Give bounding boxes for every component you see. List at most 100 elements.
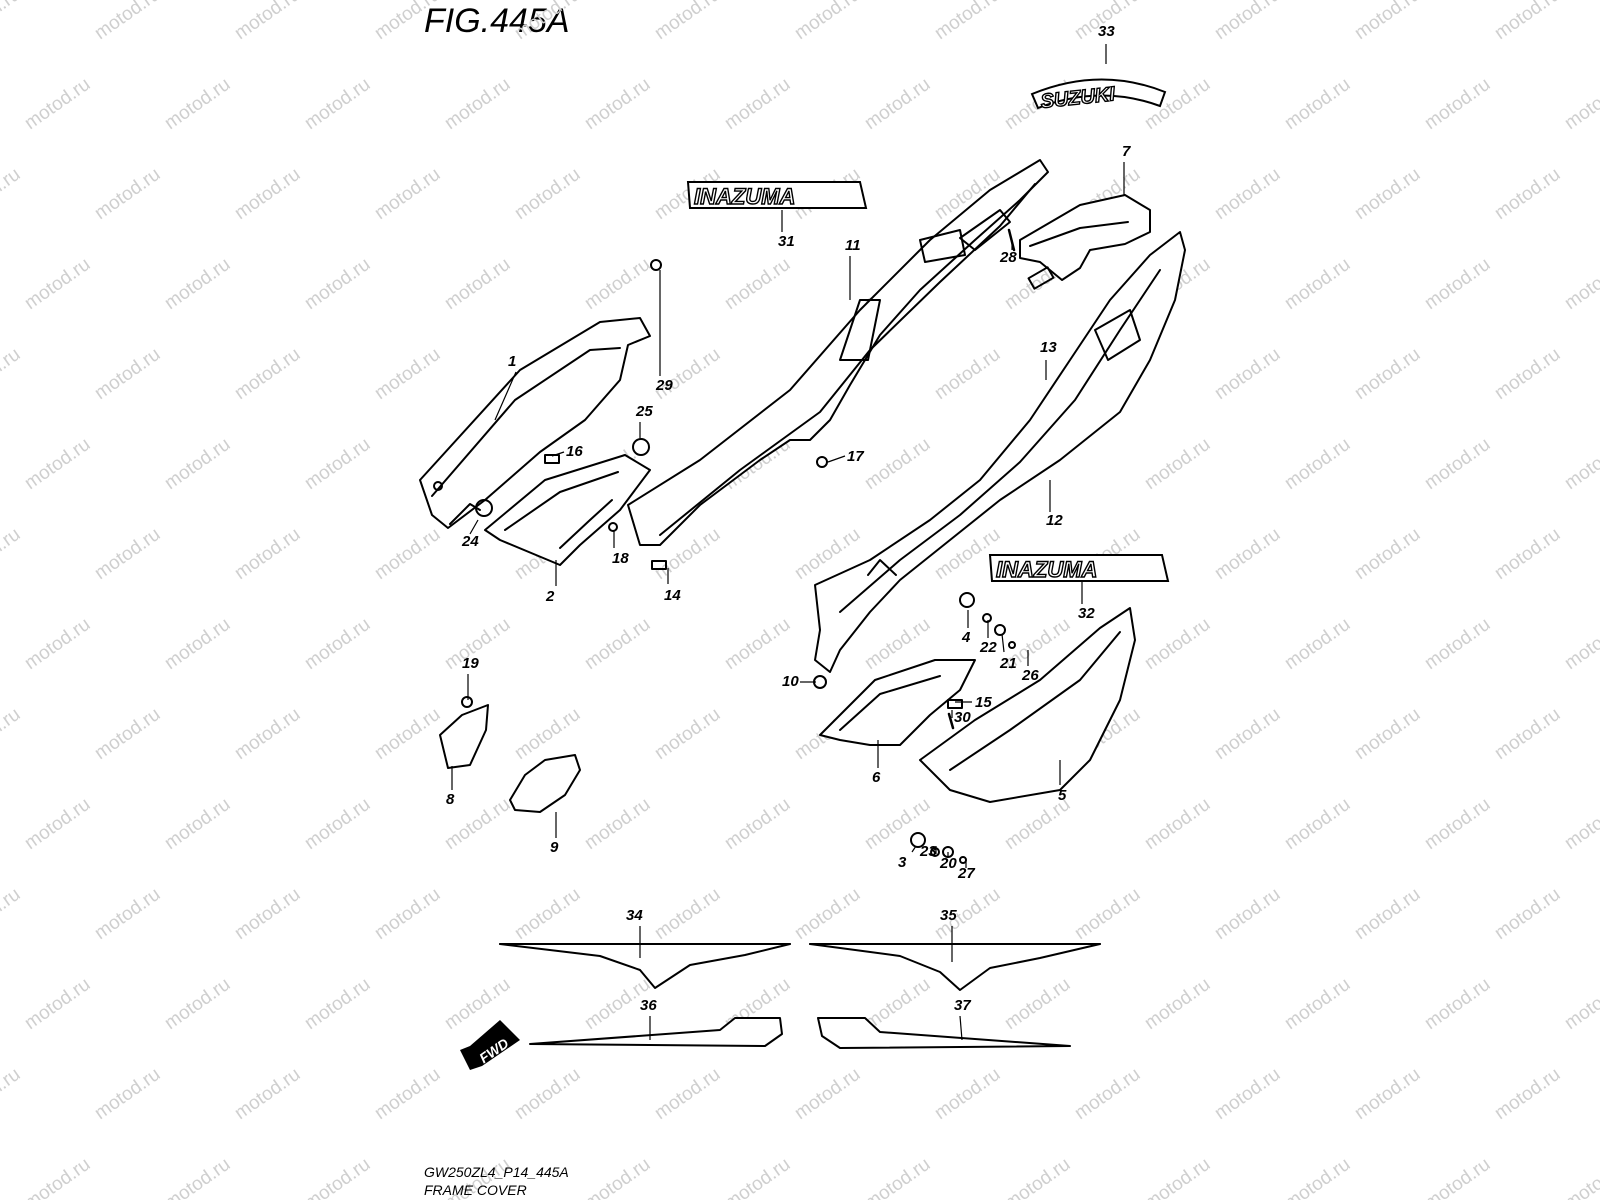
leader-line-16 [551,451,565,457]
callout-29: 29 [655,377,673,394]
callout-1: 1 [508,353,516,370]
watermark-text-96: motod.ru [0,704,24,764]
watermark-text-97: motod.ru [91,704,164,764]
watermark-text-66: motod.ru [861,434,934,494]
part-2-lower-cover [484,454,651,566]
callout-30: 30 [954,709,971,726]
callout-10: 10 [782,673,799,690]
part-12-side-body-cover [814,231,1186,673]
figure-title: FIG.445A [424,2,570,40]
watermark-text-149: motod.ru [651,1064,724,1124]
watermark-text-120: motod.ru [0,884,24,944]
part-11-side-body-cover [627,159,1049,546]
watermark-text-39: motod.ru [441,254,514,314]
watermark-text-9: motod.ru [1211,0,1284,44]
inazuma-decal-32: INAZUMA [988,554,1170,583]
watermark-text-24: motod.ru [0,164,24,224]
callout-12: 12 [1046,512,1063,529]
watermark-text-82: motod.ru [1351,524,1424,584]
watermark-text-28: motod.ru [511,164,584,224]
watermark-text-95: motod.ru [1561,614,1600,674]
watermark-text-70: motod.ru [1421,434,1494,494]
watermark-text-89: motod.ru [721,614,794,674]
watermark-text-142: motod.ru [1421,974,1494,1034]
watermark-text-45: motod.ru [1281,254,1354,314]
callout-22: 22 [979,639,997,656]
watermark-text-72: motod.ru [0,524,24,584]
watermark-text-53: motod.ru [651,344,724,404]
callout-6: 6 [872,769,881,786]
watermark-text-119: motod.ru [1561,794,1600,854]
watermark-text-22: motod.ru [1421,74,1494,134]
watermark-text-101: motod.ru [651,704,724,764]
watermark-text-118: motod.ru [1421,794,1494,854]
watermark-text-83: motod.ru [1491,524,1564,584]
watermark-text-0: motod.ru [0,0,24,44]
watermark-text-167: motod.ru [1561,1154,1600,1200]
watermark-text-166: motod.ru [1421,1154,1494,1200]
watermark-text-4: motod.ru [511,0,584,44]
watermark-text-122: motod.ru [231,884,304,944]
watermark-text-108: motod.ru [21,794,94,854]
callout-19: 19 [462,655,479,672]
part-8-bracket [439,704,489,769]
watermark-text-3: motod.ru [371,0,444,44]
callout-27: 27 [957,865,975,882]
watermark-text-85: motod.ru [161,614,234,674]
watermark-text-2: motod.ru [231,0,304,44]
leader-line-37 [959,1015,963,1041]
watermark-text-155: motod.ru [1491,1064,1564,1124]
watermark-text-162: motod.ru [861,1154,934,1200]
watermark-text-147: motod.ru [371,1064,444,1124]
leader-line-1 [494,371,517,421]
watermark-text-12: motod.ru [21,74,94,134]
watermark-text-134: motod.ru [301,974,374,1034]
watermark-text-14: motod.ru [301,74,374,134]
callout-32: 32 [1078,605,1095,622]
leader-line-3 [911,845,917,853]
callout-13: 13 [1040,339,1057,356]
watermark-text-1: motod.ru [91,0,164,44]
watermark-text-128: motod.ru [1071,884,1144,944]
watermark-text-125: motod.ru [651,884,724,944]
watermark-text-110: motod.ru [301,794,374,854]
watermark-text-117: motod.ru [1281,794,1354,854]
leader-lines [451,44,1125,1041]
watermark-text-152: motod.ru [1071,1064,1144,1124]
watermark-text-163: motod.ru [1001,1154,1074,1200]
callout-5: 5 [1058,787,1067,804]
watermark-text-27: motod.ru [371,164,444,224]
watermark-text-124: motod.ru [511,884,584,944]
watermark-text-93: motod.ru [1281,614,1354,674]
watermark-text-94: motod.ru [1421,614,1494,674]
watermark-text-81: motod.ru [1211,524,1284,584]
callout-33: 33 [1098,23,1115,40]
watermark-text-112: motod.ru [581,794,654,854]
watermark-text-33: motod.ru [1211,164,1284,224]
watermark-text-75: motod.ru [371,524,444,584]
watermark-text-145: motod.ru [91,1064,164,1124]
watermark-text-154: motod.ru [1351,1064,1424,1124]
watermark-text-133: motod.ru [161,974,234,1034]
watermark-text-18: motod.ru [861,74,934,134]
inazuma-decal-31: INAZUMA [686,181,868,210]
watermark-text-41: motod.ru [721,254,794,314]
watermark-text-116: motod.ru [1141,794,1214,854]
watermark-text-35: motod.ru [1491,164,1564,224]
footer-name: FRAME COVER [424,1182,527,1198]
watermark-text-71: motod.ru [1561,434,1600,494]
callout-35: 35 [940,907,957,924]
stripe-decals [499,943,1101,1049]
watermark-text-109: motod.ru [161,794,234,854]
callout-15: 15 [975,694,992,711]
watermark-text-68: motod.ru [1141,434,1214,494]
watermark-text-16: motod.ru [581,74,654,134]
watermark-text-86: motod.ru [301,614,374,674]
watermark-text-58: motod.ru [1351,344,1424,404]
callout-3: 3 [898,854,907,871]
watermark-text-48: motod.ru [0,344,24,404]
watermark-text-5: motod.ru [651,0,724,44]
watermark-text-156: motod.ru [21,1154,94,1200]
part-5-side-cover [919,607,1136,803]
